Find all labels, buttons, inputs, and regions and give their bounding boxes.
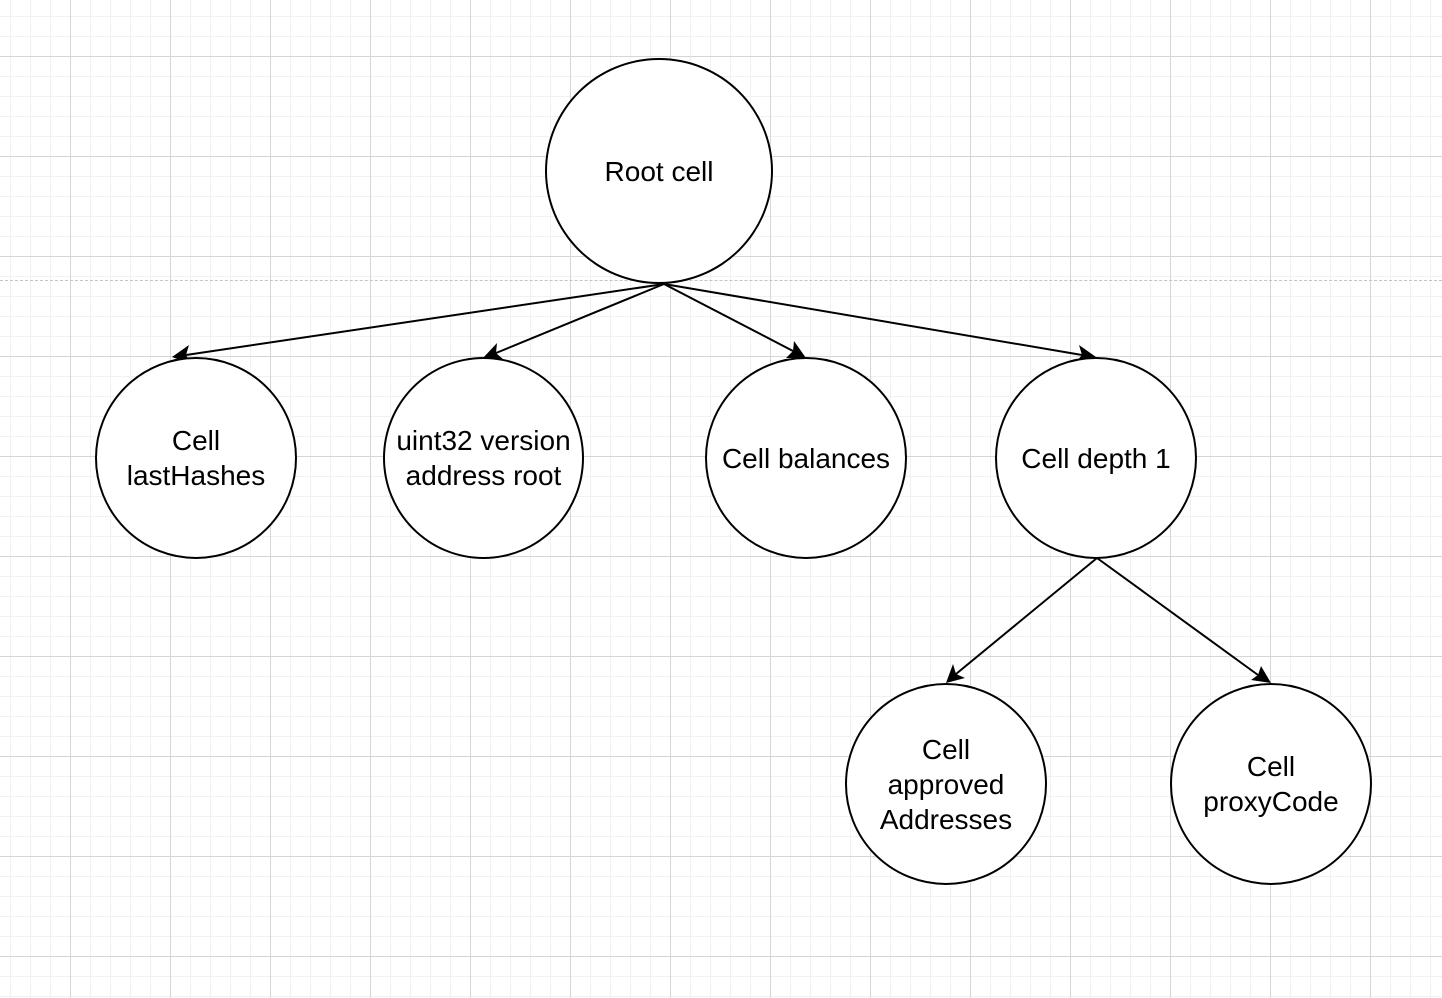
node-cell-depth-1[interactable]: Cell depth 1 xyxy=(995,357,1197,559)
edge-root-to-version-address[interactable] xyxy=(483,283,665,360)
node-cell-approved-addresses[interactable]: Cell approved Addresses xyxy=(845,683,1047,885)
node-cell-balances[interactable]: Cell balances xyxy=(705,357,907,559)
node-cell-balances-label: Cell balances xyxy=(721,442,891,474)
node-cell-depth-1-label: Cell depth 1 xyxy=(1021,442,1171,474)
node-cell-last-hashes-label: Cell lastHashes xyxy=(126,425,266,491)
node-cell-last-hashes[interactable]: Cell lastHashes xyxy=(95,357,297,559)
node-version-address-root[interactable]: uint32 version address root xyxy=(383,357,584,559)
node-cell-proxy-code[interactable]: Cell proxyCode xyxy=(1170,683,1372,885)
node-cell-proxy-code-label: Cell proxyCode xyxy=(1203,751,1339,817)
node-root-cell-label: Root cell xyxy=(604,155,714,187)
edge-depth1-to-approved[interactable] xyxy=(946,557,1098,683)
edge-root-to-last-hashes[interactable] xyxy=(172,283,665,364)
node-version-address-root-label: uint32 version address root xyxy=(396,425,571,491)
page-break-line xyxy=(0,280,1442,281)
node-root-cell[interactable]: Root cell xyxy=(545,58,773,284)
edge-root-to-balances[interactable] xyxy=(663,283,806,358)
node-cell-approved-addresses-label: Cell approved Addresses xyxy=(879,733,1013,835)
edge-depth1-to-proxy-code[interactable] xyxy=(1096,557,1271,683)
edge-root-to-depth1[interactable] xyxy=(663,283,1096,362)
